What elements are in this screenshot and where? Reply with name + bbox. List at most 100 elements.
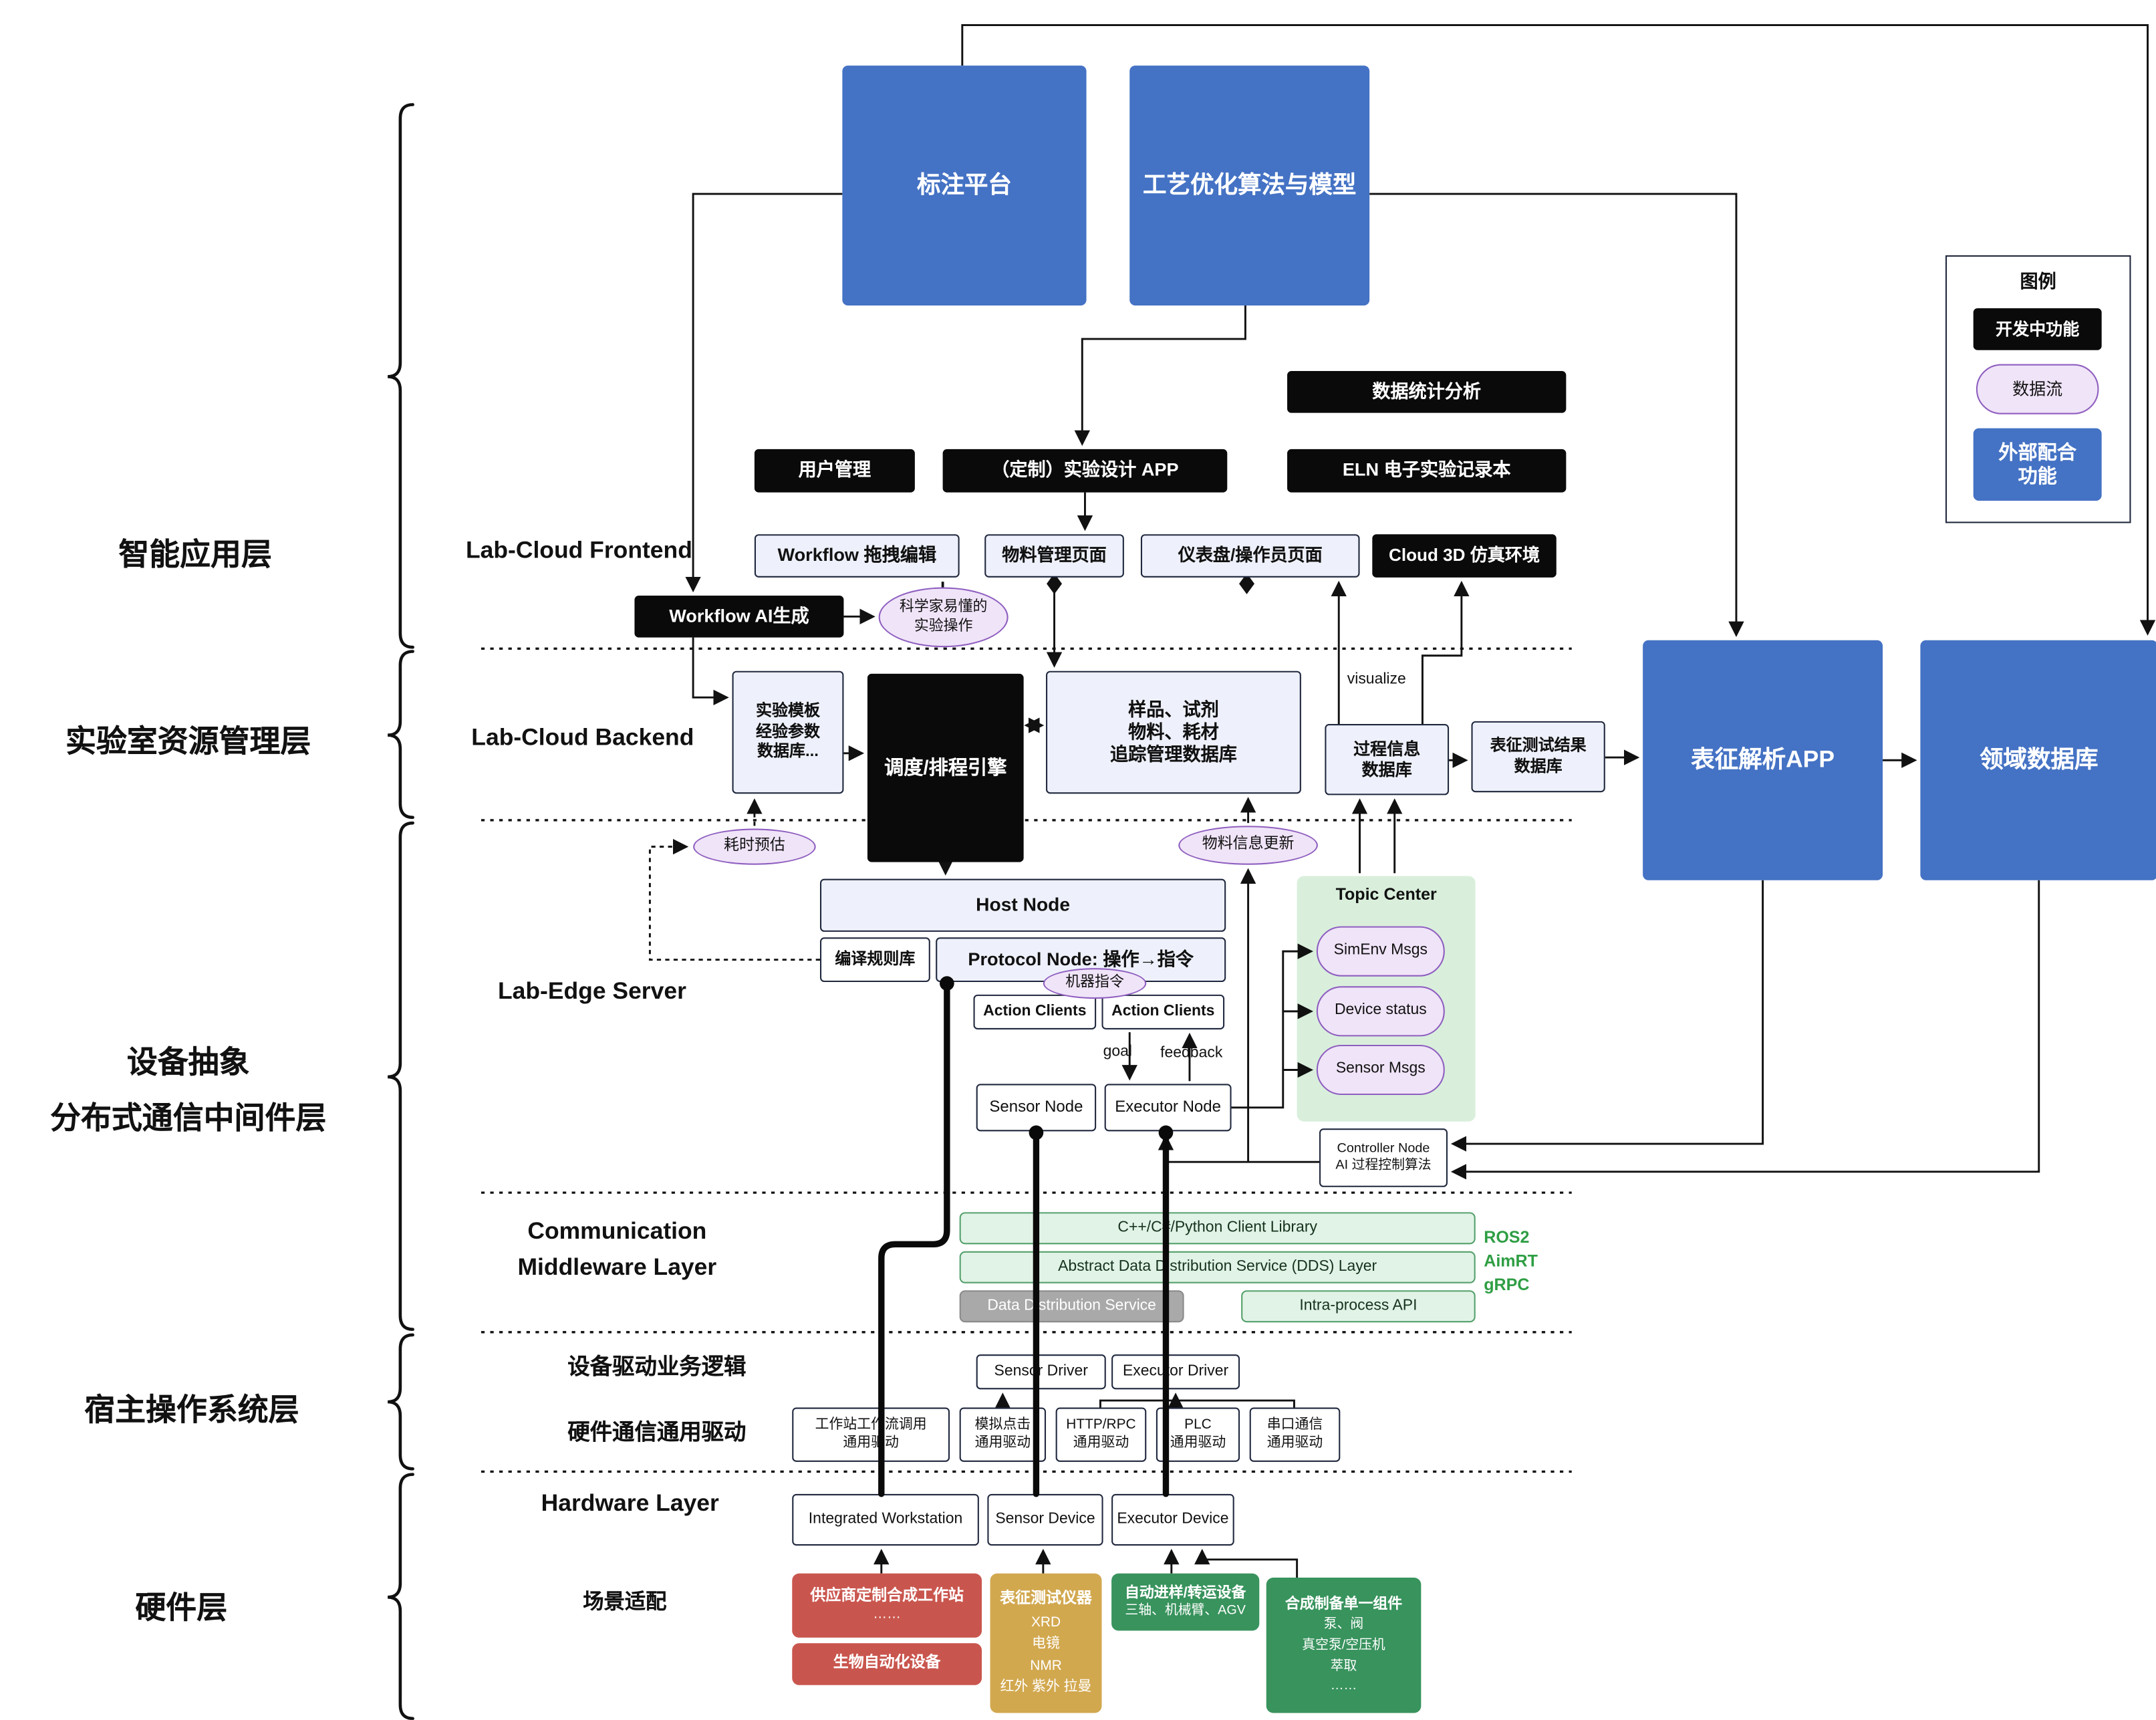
dashboard-operator-page-box: 仪表盘/操作员页面 <box>1140 534 1360 578</box>
aimrt-tag: AimRT <box>1484 1251 1538 1271</box>
device-status-pill: Device status <box>1316 986 1445 1037</box>
section-label-edge-server: Lab-Edge Server <box>497 977 686 1005</box>
layer-label-hardware: 硬件层 <box>135 1590 228 1626</box>
machine-command-ellipse: 机器指令 <box>1043 968 1147 999</box>
executor-device-box: Executor Device <box>1111 1493 1234 1546</box>
executor-driver-box: Executor Driver <box>1111 1354 1240 1390</box>
template-db-line-3: 数据库... <box>757 743 819 761</box>
serial-driver-line-1: 串口通信 <box>1266 1417 1323 1433</box>
synthesis-components-box: 合成制备单一组件 泵、阀 真空泵/空压机 萃取 …… <box>1266 1578 1422 1713</box>
char-inst-item-4: 红外 紫外 拉曼 <box>1000 1679 1092 1695</box>
sample-db-line-2: 物料、耗材 <box>1128 721 1219 742</box>
legend-data-flow: 数据流 <box>1976 364 2099 414</box>
time-estimation-ellipse: 耗时预估 <box>693 828 816 865</box>
sensor-driver-box: Sensor Driver <box>976 1354 1106 1390</box>
synth-comp-item-1: 泵、阀 <box>1323 1616 1364 1632</box>
domain-database-box: 领域数据库 <box>1920 640 2156 880</box>
section-label-hw-comm: 硬件通信通用驱动 <box>567 1421 747 1445</box>
cloud-3d-sim-box: Cloud 3D 仿真环境 <box>1372 534 1557 578</box>
template-db-line-2: 经验参数 <box>755 723 820 741</box>
sample-tracking-db-box: 样品、试剂 物料、耗材 追踪管理数据库 <box>1046 670 1301 794</box>
dds-service-box: Data Distribution Service <box>959 1290 1184 1323</box>
legend-external-line-2: 功能 <box>2018 464 2057 487</box>
transfer-title: 自动进样/转运设备 <box>1124 1584 1246 1602</box>
synth-comp-title: 合成制备单一组件 <box>1285 1596 1403 1613</box>
transfer-device-box: 自动进样/转运设备 三轴、机械臂、AGV <box>1111 1573 1260 1631</box>
layer-braces <box>387 103 414 1720</box>
controller-node-box: Controller Node AI 过程控制算法 <box>1319 1128 1448 1187</box>
process-db-line-1: 过程信息 <box>1353 738 1421 759</box>
sensor-msgs-pill: Sensor Msgs <box>1316 1044 1445 1096</box>
section-label-scene: 场景适配 <box>583 1590 667 1614</box>
process-db-line-2: 数据库 <box>1361 759 1412 779</box>
characterization-analysis-app-box: 表征解析APP <box>1643 640 1883 880</box>
goal-annotation: goal <box>1103 1043 1132 1060</box>
user-management-box: 用户管理 <box>754 449 915 493</box>
section-label-frontend: Lab-Cloud Frontend <box>465 537 692 564</box>
synth-comp-item-4: …… <box>1330 1679 1357 1694</box>
process-info-db-box: 过程信息 数据库 <box>1325 723 1450 795</box>
process-optimization-box: 工艺优化算法与模型 <box>1129 66 1370 305</box>
dds-layer-box: Abstract Data Distribution Service (DDS)… <box>959 1251 1476 1283</box>
serial-driver-box: 串口通信 通用驱动 <box>1249 1407 1341 1462</box>
material-page-box: 物料管理页面 <box>984 534 1124 578</box>
plc-driver-line-1: PLC <box>1184 1417 1212 1433</box>
sensor-device-box: Sensor Device <box>987 1493 1103 1546</box>
ws-driver-line-2: 通用驱动 <box>843 1435 899 1451</box>
visualize-annotation: visualize <box>1347 670 1406 688</box>
sci-ops-line-2: 实验操作 <box>914 617 973 634</box>
grpc-tag: gRPC <box>1484 1275 1530 1295</box>
template-db-line-1: 实验模板 <box>755 703 820 721</box>
custom-experiment-design-app-box: （定制）实验设计 APP <box>942 449 1228 493</box>
scientist-friendly-ops-ellipse: 科学家易懂的 实验操作 <box>878 587 1008 648</box>
ros2-tag: ROS2 <box>1484 1227 1530 1247</box>
http-driver-line-1: HTTP/RPC <box>1066 1417 1136 1433</box>
compile-rules-box: 编译规则库 <box>819 937 930 983</box>
char-inst-item-1: XRD <box>1031 1614 1061 1630</box>
synth-comp-item-3: 萃取 <box>1330 1658 1357 1674</box>
comm-label-line-2: Middleware Layer <box>517 1253 717 1281</box>
layer-label-middleware: 设备抽象 分布式通信中间件层 <box>7 1035 370 1146</box>
vendor-ws-title: 供应商定制合成工作站 <box>810 1587 964 1604</box>
plc-driver-line-2: 通用驱动 <box>1170 1435 1226 1451</box>
legend-external-line-1: 外部配合 <box>1998 440 2077 463</box>
char-inst-item-2: 电镜 <box>1032 1636 1060 1652</box>
legend-title: 图例 <box>2020 270 2056 292</box>
scheduler-engine-box: 调度/排程引擎 <box>867 673 1024 862</box>
bio-automation-box: 生物自动化设备 <box>792 1643 982 1685</box>
char-result-db-line-1: 表征测试结果 <box>1490 738 1587 755</box>
serial-driver-line-2: 通用驱动 <box>1266 1435 1323 1451</box>
click-sim-driver-box: 模拟点击 通用驱动 <box>959 1407 1047 1462</box>
section-label-driver-logic: 设备驱动业务逻辑 <box>567 1356 747 1380</box>
char-inst-title: 表征测试仪器 <box>1000 1590 1092 1608</box>
transfer-sub: 三轴、机械臂、AGV <box>1125 1602 1246 1618</box>
simenv-msgs-pill: SimEnv Msgs <box>1316 926 1445 977</box>
annotation-platform-box: 标注平台 <box>842 66 1087 305</box>
vendor-workstation-box: 供应商定制合成工作站 …… <box>792 1573 982 1638</box>
section-label-backend: Lab-Cloud Backend <box>471 723 694 751</box>
ws-driver-line-1: 工作站工作流调用 <box>815 1417 927 1433</box>
action-clients-2-box: Action Clients <box>1101 994 1225 1029</box>
executor-node-box: Executor Node <box>1104 1084 1232 1132</box>
dotted-connectors <box>648 798 820 961</box>
intra-process-api-box: Intra-process API <box>1241 1290 1476 1323</box>
layer-middleware-line-1: 设备抽象 <box>126 1044 250 1080</box>
integrated-workstation-box: Integrated Workstation <box>792 1493 979 1546</box>
workflow-ai-generate-box: Workflow AI生成 <box>634 596 844 638</box>
click-driver-line-1: 模拟点击 <box>974 1417 1031 1433</box>
sample-db-line-1: 样品、试剂 <box>1128 698 1219 719</box>
feedback-annotation: feedback <box>1160 1044 1223 1062</box>
action-clients-1-box: Action Clients <box>973 994 1097 1029</box>
client-library-box: C++/C#/Python Client Library <box>959 1212 1476 1245</box>
comm-label-line-1: Communication <box>527 1217 707 1245</box>
sensor-node-box: Sensor Node <box>976 1084 1097 1132</box>
data-statistics-box: 数据统计分析 <box>1287 371 1567 413</box>
vendor-ws-sub: …… <box>873 1606 902 1622</box>
controller-line-2: AI 过程控制算法 <box>1335 1157 1432 1173</box>
layer-middleware-line-2: 分布式通信中间件层 <box>50 1100 327 1136</box>
characterization-result-db-box: 表征测试结果 数据库 <box>1471 721 1605 793</box>
eln-box: ELN 电子实验记录本 <box>1287 449 1567 493</box>
layer-label-resource: 实验室资源管理层 <box>65 723 311 759</box>
plc-driver-box: PLC 通用驱动 <box>1156 1407 1240 1462</box>
experiment-template-db-box: 实验模板 经验参数 数据库... <box>732 670 844 794</box>
